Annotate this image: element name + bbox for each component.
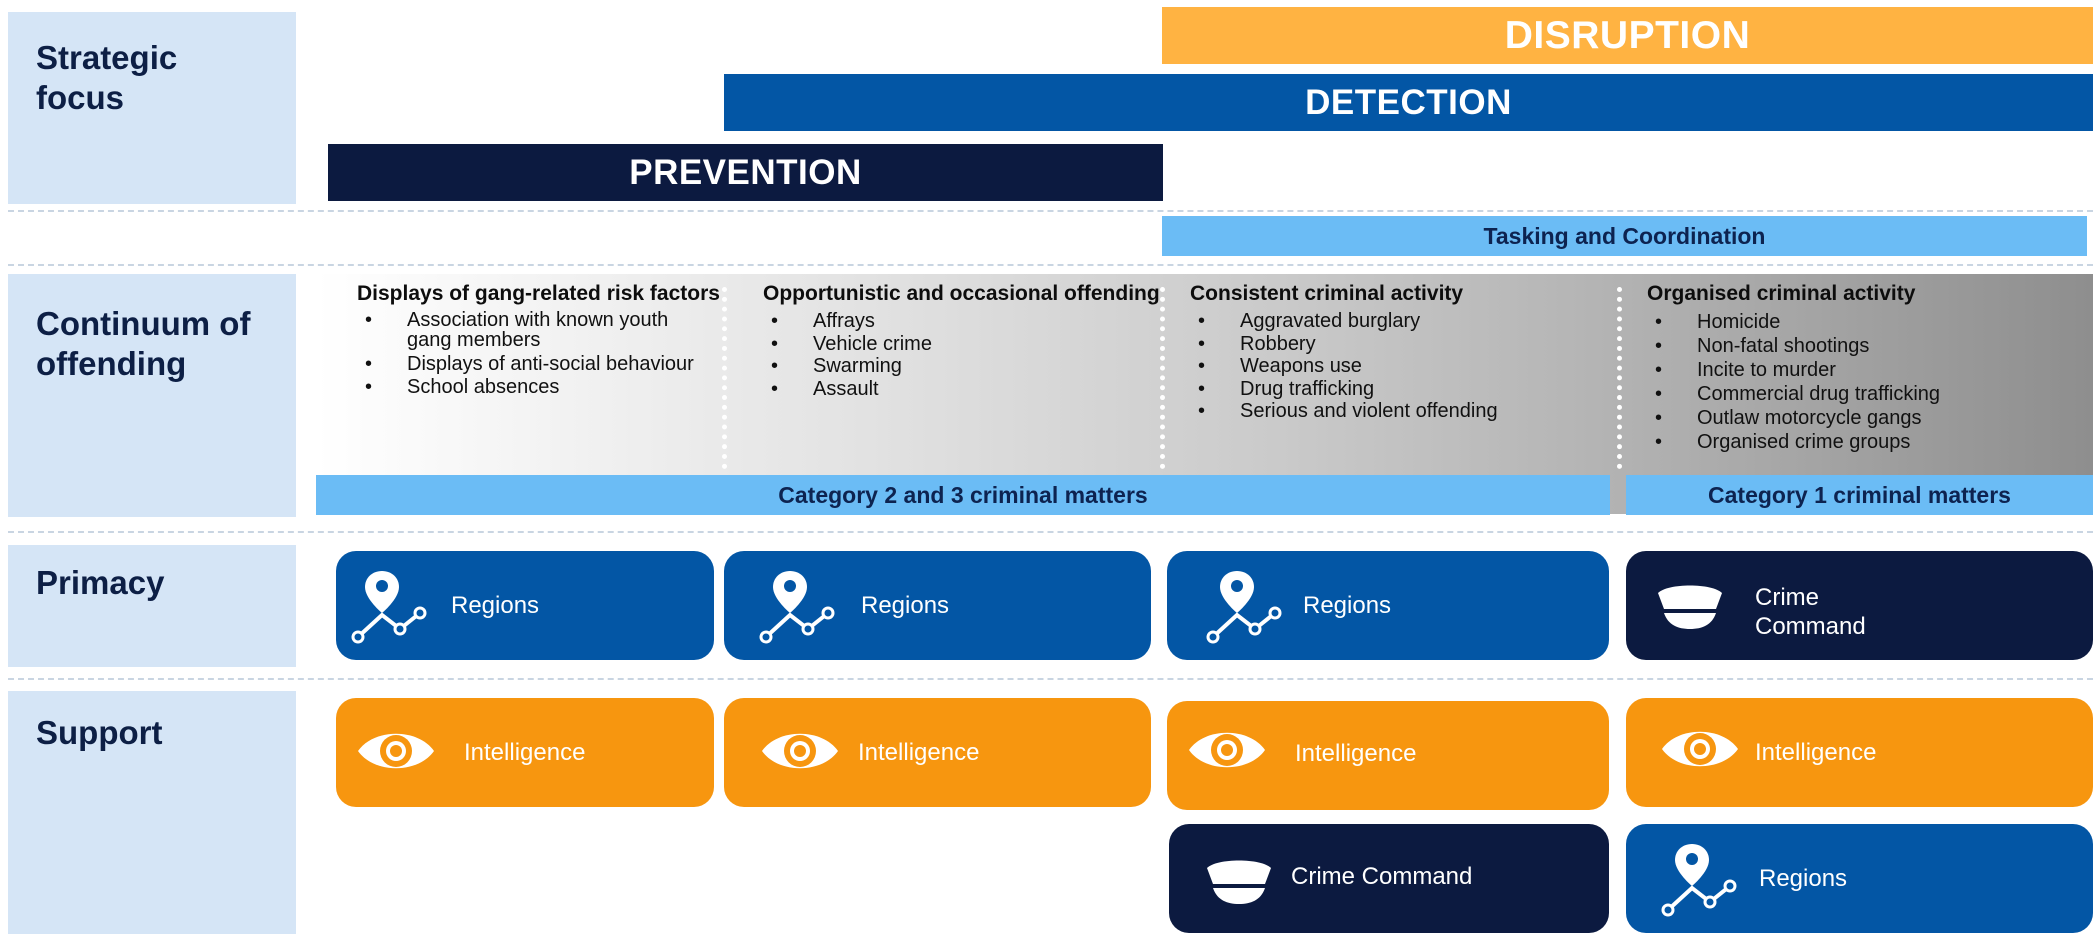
list-item: School absences <box>357 376 720 399</box>
row-label-support: Support <box>8 691 296 934</box>
list-item: Vehicle crime <box>763 333 1160 356</box>
list-item: Non-fatal shootings <box>1647 334 1940 358</box>
map-pin-network-icon <box>759 571 835 644</box>
column-title: Displays of gang-related risk factors <box>357 282 720 305</box>
police-cap-icon <box>1207 860 1271 904</box>
support-card-regions: Regions <box>1626 824 2093 933</box>
list-item: Serious and violent offending <box>1190 400 1498 423</box>
list-item: Swarming <box>763 355 1160 378</box>
disruption-bar: DISRUPTION <box>1162 7 2093 64</box>
column-divider <box>722 287 727 469</box>
card-label: Crime Command <box>1755 584 1866 640</box>
list-item: Homicide <box>1647 310 1940 334</box>
column-title: Consistent criminal activity <box>1190 282 1464 305</box>
card-label: Regions <box>1303 592 1392 619</box>
eye-icon <box>1189 732 1265 768</box>
eye-icon <box>358 733 434 769</box>
card-label: Crime Command <box>1291 863 1473 890</box>
continuum-column-consistent: Consistent criminal activity Aggravated … <box>1190 282 1498 423</box>
continuum-column-opportunistic: Opportunistic and occasional offending A… <box>763 282 1160 400</box>
eye-icon <box>762 733 838 769</box>
tasking-coordination-label: Tasking and Coordination <box>1483 223 1766 249</box>
column-divider <box>1160 287 1165 469</box>
category-2-3-label: Category 2 and 3 criminal matters <box>778 482 1148 508</box>
card-label: Intelligence <box>858 739 980 766</box>
card-label: Regions <box>1759 865 1848 892</box>
eye-icon <box>1662 731 1738 767</box>
row-label-strategic-focus: Strategic focus <box>8 12 296 204</box>
prevention-bar: PREVENTION <box>328 144 1163 201</box>
primacy-label: Primacy <box>36 564 165 601</box>
column-divider <box>1617 287 1622 469</box>
support-label: Support <box>36 714 163 751</box>
list-item: Organised crime groups <box>1647 430 1940 454</box>
card-label: Intelligence <box>1295 740 1417 767</box>
card-label: Intelligence <box>464 739 586 766</box>
category-1-bar: Category 1 criminal matters <box>1626 475 2093 515</box>
column-title: Opportunistic and occasional offending <box>763 282 1160 305</box>
strategic-focus-label: Strategic focus <box>36 39 178 116</box>
row-label-primacy: Primacy <box>8 545 296 667</box>
support-card-intelligence: Intelligence <box>1626 698 2093 807</box>
map-pin-network-icon <box>351 571 427 644</box>
tasking-coordination-bar: Tasking and Coordination <box>1162 216 2087 256</box>
column-title: Organised criminal activity <box>1647 282 1916 305</box>
list-item: Incite to murder <box>1647 358 1940 382</box>
support-card-intelligence: Intelligence <box>724 698 1151 807</box>
continuum-column-risk-factors: Displays of gang-related risk factors As… <box>357 282 720 398</box>
list-item: Drug trafficking <box>1190 378 1498 401</box>
card-label: Intelligence <box>1755 739 1877 766</box>
separator <box>8 264 2093 266</box>
continuum-column-organised: Organised criminal activity Homicide Non… <box>1647 282 1940 454</box>
primacy-card-regions: Regions <box>1167 551 1609 660</box>
detection-label: DETECTION <box>1305 83 1512 122</box>
list-item: Robbery <box>1190 333 1498 356</box>
card-label: Regions <box>451 592 540 619</box>
support-card-intelligence: Intelligence <box>336 698 714 807</box>
detection-bar: DETECTION <box>724 74 2093 131</box>
support-card-crime-command: Crime Command <box>1169 824 1609 933</box>
category-1-label: Category 1 criminal matters <box>1708 482 2011 508</box>
list-item: Aggravated burglary <box>1190 310 1498 333</box>
separator <box>8 210 2093 212</box>
separator <box>8 678 2093 680</box>
map-pin-network-icon <box>1661 844 1737 917</box>
primacy-card-regions: Regions <box>336 551 714 660</box>
police-cap-icon <box>1658 585 1722 629</box>
card-label: Regions <box>861 592 950 619</box>
category-2-3-bar: Category 2 and 3 criminal matters <box>316 475 1610 515</box>
primacy-card-regions: Regions <box>724 551 1151 660</box>
list-item: Displays of anti-social behaviour <box>357 353 720 376</box>
primacy-card-crime-command: Crime Command <box>1626 551 2093 660</box>
support-card-intelligence: Intelligence <box>1167 701 1609 810</box>
list-item: Weapons use <box>1190 355 1498 378</box>
list-item: Affrays <box>763 310 1160 333</box>
map-pin-network-icon <box>1206 571 1282 644</box>
list-item: Assault <box>763 378 1160 401</box>
separator <box>8 531 2093 533</box>
list-item: Commercial drug trafficking <box>1647 382 1940 406</box>
continuum-label: Continuum of offending <box>36 305 251 382</box>
list-item: Association with known youth gang member… <box>357 310 687 350</box>
list-item: Outlaw motorcycle gangs <box>1647 406 1940 430</box>
prevention-label: PREVENTION <box>629 153 862 192</box>
row-label-continuum: Continuum of offending <box>8 274 296 517</box>
disruption-label: DISRUPTION <box>1504 14 1751 57</box>
